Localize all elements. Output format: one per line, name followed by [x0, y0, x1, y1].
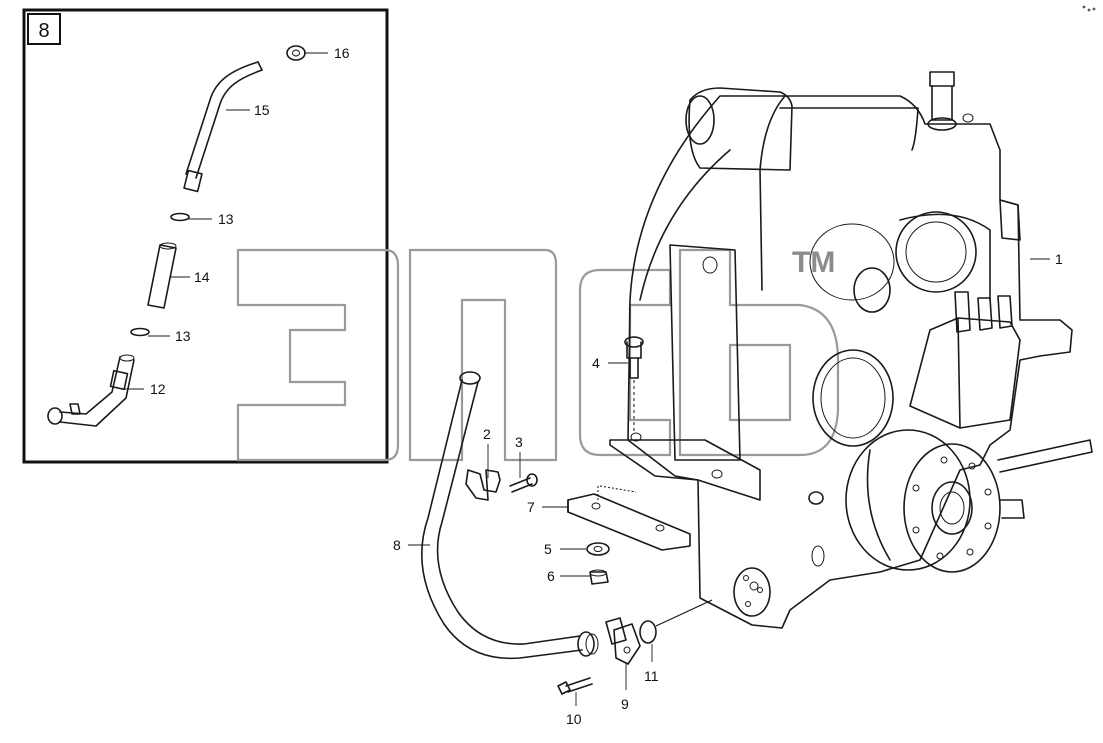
corner-mark [1082, 5, 1096, 12]
callout-1: 1 [1055, 251, 1063, 267]
inset-leader-lines [122, 52, 328, 390]
callout-10: 10 [566, 711, 582, 727]
inset-label: 8 [38, 20, 49, 42]
callout-3: 3 [515, 434, 523, 450]
callout-13-lower: 13 [175, 328, 191, 344]
watermark-logo: TM [236, 246, 840, 462]
callout-7: 7 [527, 499, 535, 515]
callout-16: 16 [334, 45, 350, 61]
callout-2: 2 [483, 426, 491, 442]
callout-4: 4 [592, 355, 600, 371]
inset-callout-numbers: 16 15 13 14 13 12 [150, 45, 350, 397]
plate-7 [567, 485, 691, 551]
callout-11: 11 [644, 668, 659, 684]
inset-detail-frame: 8 [22, 8, 389, 464]
transmission-housing [609, 71, 1073, 629]
washer-5-nut-6 [586, 542, 610, 585]
inset-hose-assembly [47, 45, 306, 427]
solenoid-valve-block [909, 291, 1021, 429]
callout-13-upper: 13 [218, 211, 234, 227]
callout-15: 15 [254, 102, 270, 118]
callout-6: 6 [547, 568, 555, 584]
watermark-tm: TM [792, 246, 835, 279]
oil-pipe-8 [420, 371, 599, 660]
output-coupling [845, 429, 1093, 573]
callout-14: 14 [194, 269, 210, 285]
bolt-4 [624, 336, 644, 432]
main-callout-numbers: 1 2 3 4 5 6 7 8 9 10 11 [393, 251, 1063, 727]
callout-8: 8 [393, 537, 401, 553]
callout-12: 12 [150, 381, 166, 397]
main-leader-lines [408, 258, 1050, 706]
callout-9: 9 [621, 696, 629, 712]
clip-2-and-bolt-3 [465, 469, 538, 501]
flange-9-bolt-10-seal-11 [557, 599, 713, 695]
callout-5: 5 [544, 541, 552, 557]
